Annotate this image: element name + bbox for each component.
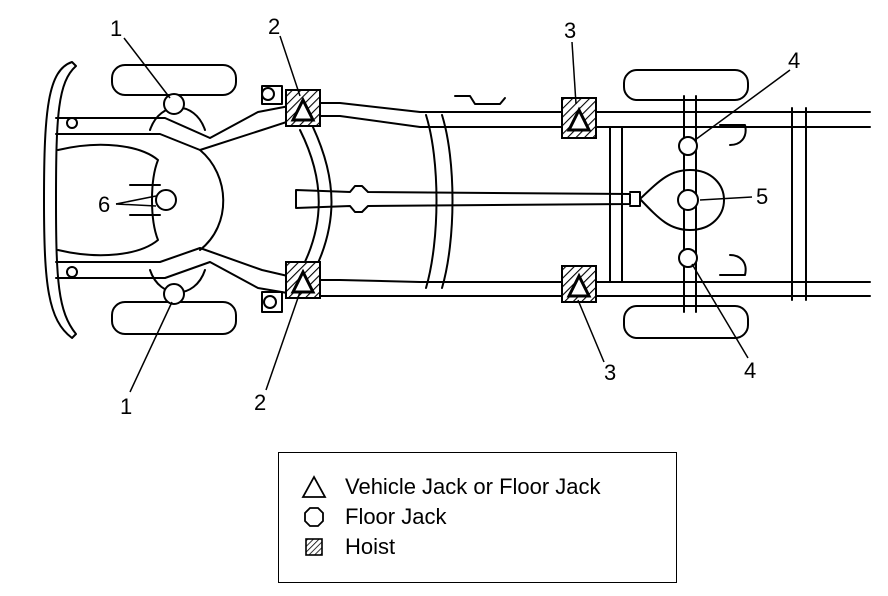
callout-1-bottom: 1 bbox=[120, 394, 132, 419]
callout-1-top: 1 bbox=[110, 16, 122, 41]
rear-left-tire bbox=[623, 69, 749, 101]
driveshaft bbox=[295, 185, 631, 213]
legend-box: Vehicle Jack or Floor Jack Floor Jack Ho… bbox=[278, 452, 677, 583]
right-frame-rail bbox=[55, 247, 871, 283]
rear-right-tire bbox=[623, 305, 749, 339]
jack-triangle-3-bottom bbox=[566, 272, 592, 298]
callout-3-top: 3 bbox=[564, 18, 576, 43]
differential bbox=[639, 169, 725, 231]
callout-4-bottom: 4 bbox=[744, 358, 756, 383]
legend-label: Vehicle Jack or Floor Jack bbox=[345, 474, 601, 499]
side-curve-member bbox=[299, 129, 320, 273]
callout-leaders bbox=[115, 35, 791, 393]
callout-4-top: 4 bbox=[788, 48, 800, 73]
octagon-icon bbox=[304, 507, 324, 527]
front-right-tire bbox=[111, 301, 237, 335]
center-crossmember bbox=[425, 114, 454, 289]
floor-jack-point-4-top bbox=[678, 136, 698, 156]
callout-labels: 1 1 2 2 3 3 4 4 5 6 bbox=[98, 14, 800, 419]
jack-triangle-2-top bbox=[290, 96, 316, 122]
legend-item-floor-jack: Floor Jack bbox=[301, 503, 446, 531]
jack-triangle-3-top bbox=[566, 106, 592, 132]
callout-2-top: 2 bbox=[268, 14, 280, 39]
front-bumper bbox=[43, 61, 77, 339]
legend-item-vehicle-jack: Vehicle Jack or Floor Jack bbox=[301, 473, 601, 501]
callout-6: 6 bbox=[98, 192, 110, 217]
legend-label: Hoist bbox=[345, 534, 396, 559]
front-left-tire bbox=[111, 64, 237, 96]
hoist-points bbox=[285, 89, 597, 303]
callout-2-bottom: 2 bbox=[254, 390, 266, 415]
triangle-icon bbox=[301, 475, 327, 498]
floor-jack-point-4-bottom bbox=[678, 248, 698, 268]
left-frame-rail bbox=[55, 102, 871, 139]
floor-jack-point-1-bottom bbox=[163, 283, 185, 305]
floor-jack-point-5 bbox=[677, 189, 699, 211]
jack-triangle-2-bottom bbox=[290, 268, 316, 294]
floor-jack-point-1-top bbox=[163, 93, 185, 115]
front-crossmember bbox=[57, 143, 159, 257]
floor-jack-point-6 bbox=[155, 189, 177, 211]
callout-3-bottom: 3 bbox=[604, 360, 616, 385]
legend-label: Floor Jack bbox=[345, 504, 447, 529]
hatched-square-icon bbox=[305, 538, 323, 556]
floor-jack-points bbox=[155, 93, 699, 305]
legend-item-hoist: Hoist bbox=[301, 533, 395, 561]
vehicle-jack-points bbox=[290, 96, 592, 298]
callout-5: 5 bbox=[756, 184, 768, 209]
